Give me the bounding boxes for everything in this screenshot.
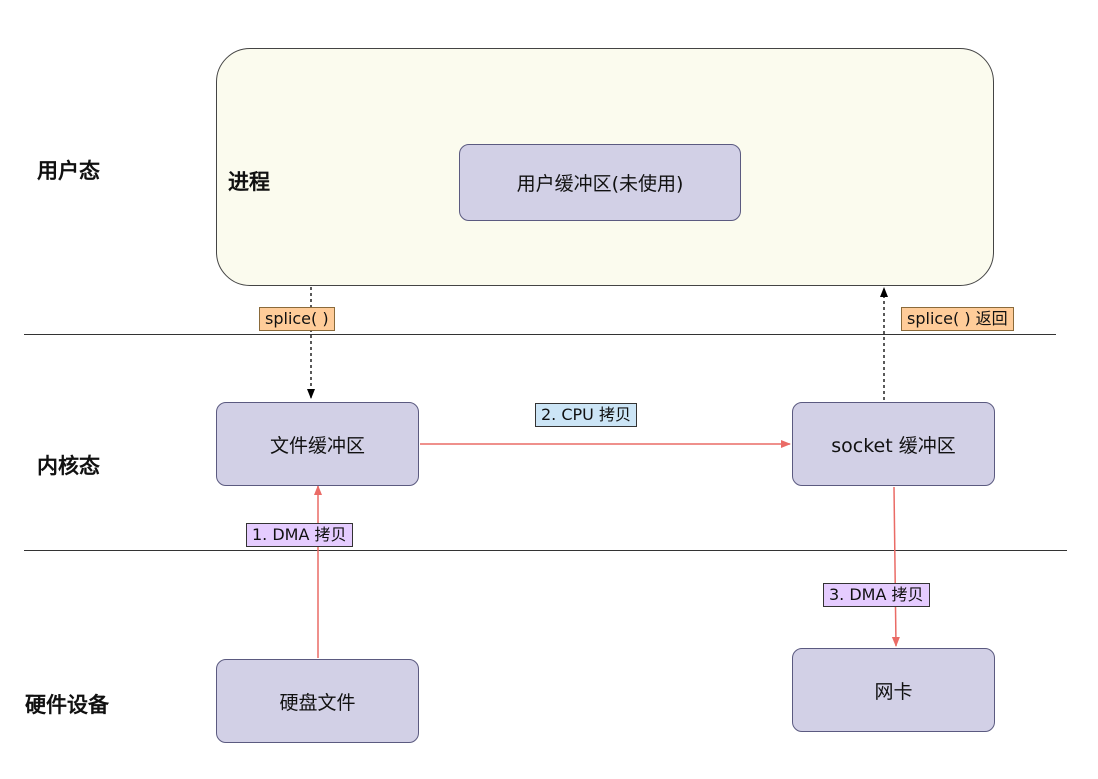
splice-return-tag: splice( ) 返回 [901,307,1014,331]
nic-node: 网卡 [792,648,995,732]
disk-file-node: 硬盘文件 [216,659,419,743]
hardware-label: 硬件设备 [25,693,109,717]
dma-copy-3-arrow [891,486,900,647]
process-label: 进程 [228,170,270,194]
user-kernel-divider [24,334,1056,335]
file-buffer-node: 文件缓冲区 [216,402,419,486]
kernel-hardware-divider [24,550,1067,551]
splice-call-tag: splice( ) [259,307,335,331]
user-buffer-node: 用户缓冲区(未使用) [459,144,741,221]
dma-copy-3-tag: 3. DMA 拷贝 [823,583,930,607]
cpu-copy-tag: 2. CPU 拷贝 [535,403,637,427]
user-space-label: 用户态 [37,159,100,183]
socket-buffer-node: socket 缓冲区 [792,402,995,486]
kernel-space-label: 内核态 [37,454,100,478]
dma-copy-1-tag: 1. DMA 拷贝 [246,523,353,547]
